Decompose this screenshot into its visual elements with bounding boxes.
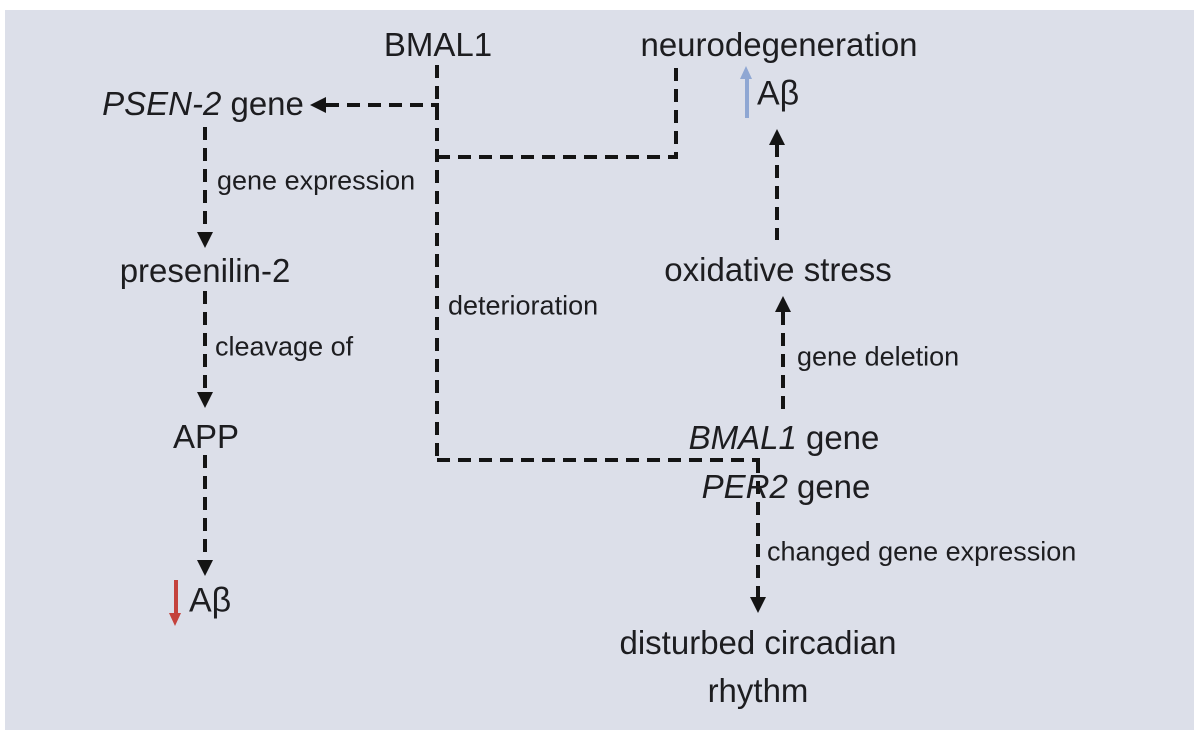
connector-bmal1-genes-h (437, 458, 760, 462)
arrowhead-abeta-decrease-icon (197, 560, 213, 576)
node-oxidative-stress: oxidative stress (664, 251, 892, 289)
node-psen2-gene: PSEN-2 gene (102, 84, 304, 124)
edge-label-gene-deletion: gene deletion (797, 341, 960, 372)
connector-app-abeta (203, 455, 207, 561)
connector-bmal1-trunk (435, 65, 439, 462)
arrowhead-presenilin2-icon (197, 232, 213, 248)
node-abeta-decrease: Aβ (189, 581, 232, 620)
edge-label-deterioration: deterioration (448, 290, 599, 321)
node-bmal1: BMAL1 (383, 26, 493, 64)
node-neurodegeneration: neurodegeneration (640, 26, 918, 64)
node-abeta-increase: Aβ (757, 74, 800, 113)
connector-psen2-presenilin2 (203, 127, 207, 233)
arrowhead-app-icon (197, 392, 213, 408)
connector-per2-rhythm (756, 460, 760, 598)
connector-oxidative-abeta (775, 144, 779, 240)
arrowhead-oxidative-icon (775, 296, 791, 312)
connector-bmal1-neurodegeneration-h (437, 155, 678, 159)
connector-presenilin2-app (203, 291, 207, 393)
bmal1-gene-symbol: BMAL1 (688, 419, 797, 457)
bmal1-gene-suffix: gene (796, 419, 880, 457)
edge-label-gene-expression: gene expression (217, 165, 416, 196)
edge-label-changed-gene-expression: changed gene expression (767, 536, 1077, 567)
disturbed-rhythm-line1: disturbed circadian (619, 624, 897, 661)
node-presenilin2: presenilin-2 (119, 252, 291, 290)
psen2-gene-suffix: gene (221, 85, 304, 123)
connector-neurodegeneration-riser (674, 68, 678, 159)
per2-gene-symbol: PER2 (701, 468, 788, 506)
arrowhead-rhythm-icon (750, 597, 766, 613)
arrowhead-abeta-increase-icon (769, 129, 785, 145)
node-disturbed-circadian-rhythm: disturbed circadian rhythm (620, 619, 897, 715)
node-bmal1-gene: BMAL1 gene (689, 418, 880, 458)
arrowhead-psen2-icon (310, 97, 326, 113)
disturbed-rhythm-line2: rhythm (707, 672, 809, 709)
node-per2-gene: PER2 gene (702, 467, 871, 507)
node-app: APP (172, 418, 240, 456)
connector-bmal1gene-oxidative (781, 312, 785, 413)
connector-bmal1-psen2 (326, 103, 439, 107)
per2-gene-suffix: gene (787, 468, 871, 506)
edge-label-cleavage-of: cleavage of (215, 331, 354, 362)
psen2-gene-symbol: PSEN-2 (102, 85, 222, 123)
